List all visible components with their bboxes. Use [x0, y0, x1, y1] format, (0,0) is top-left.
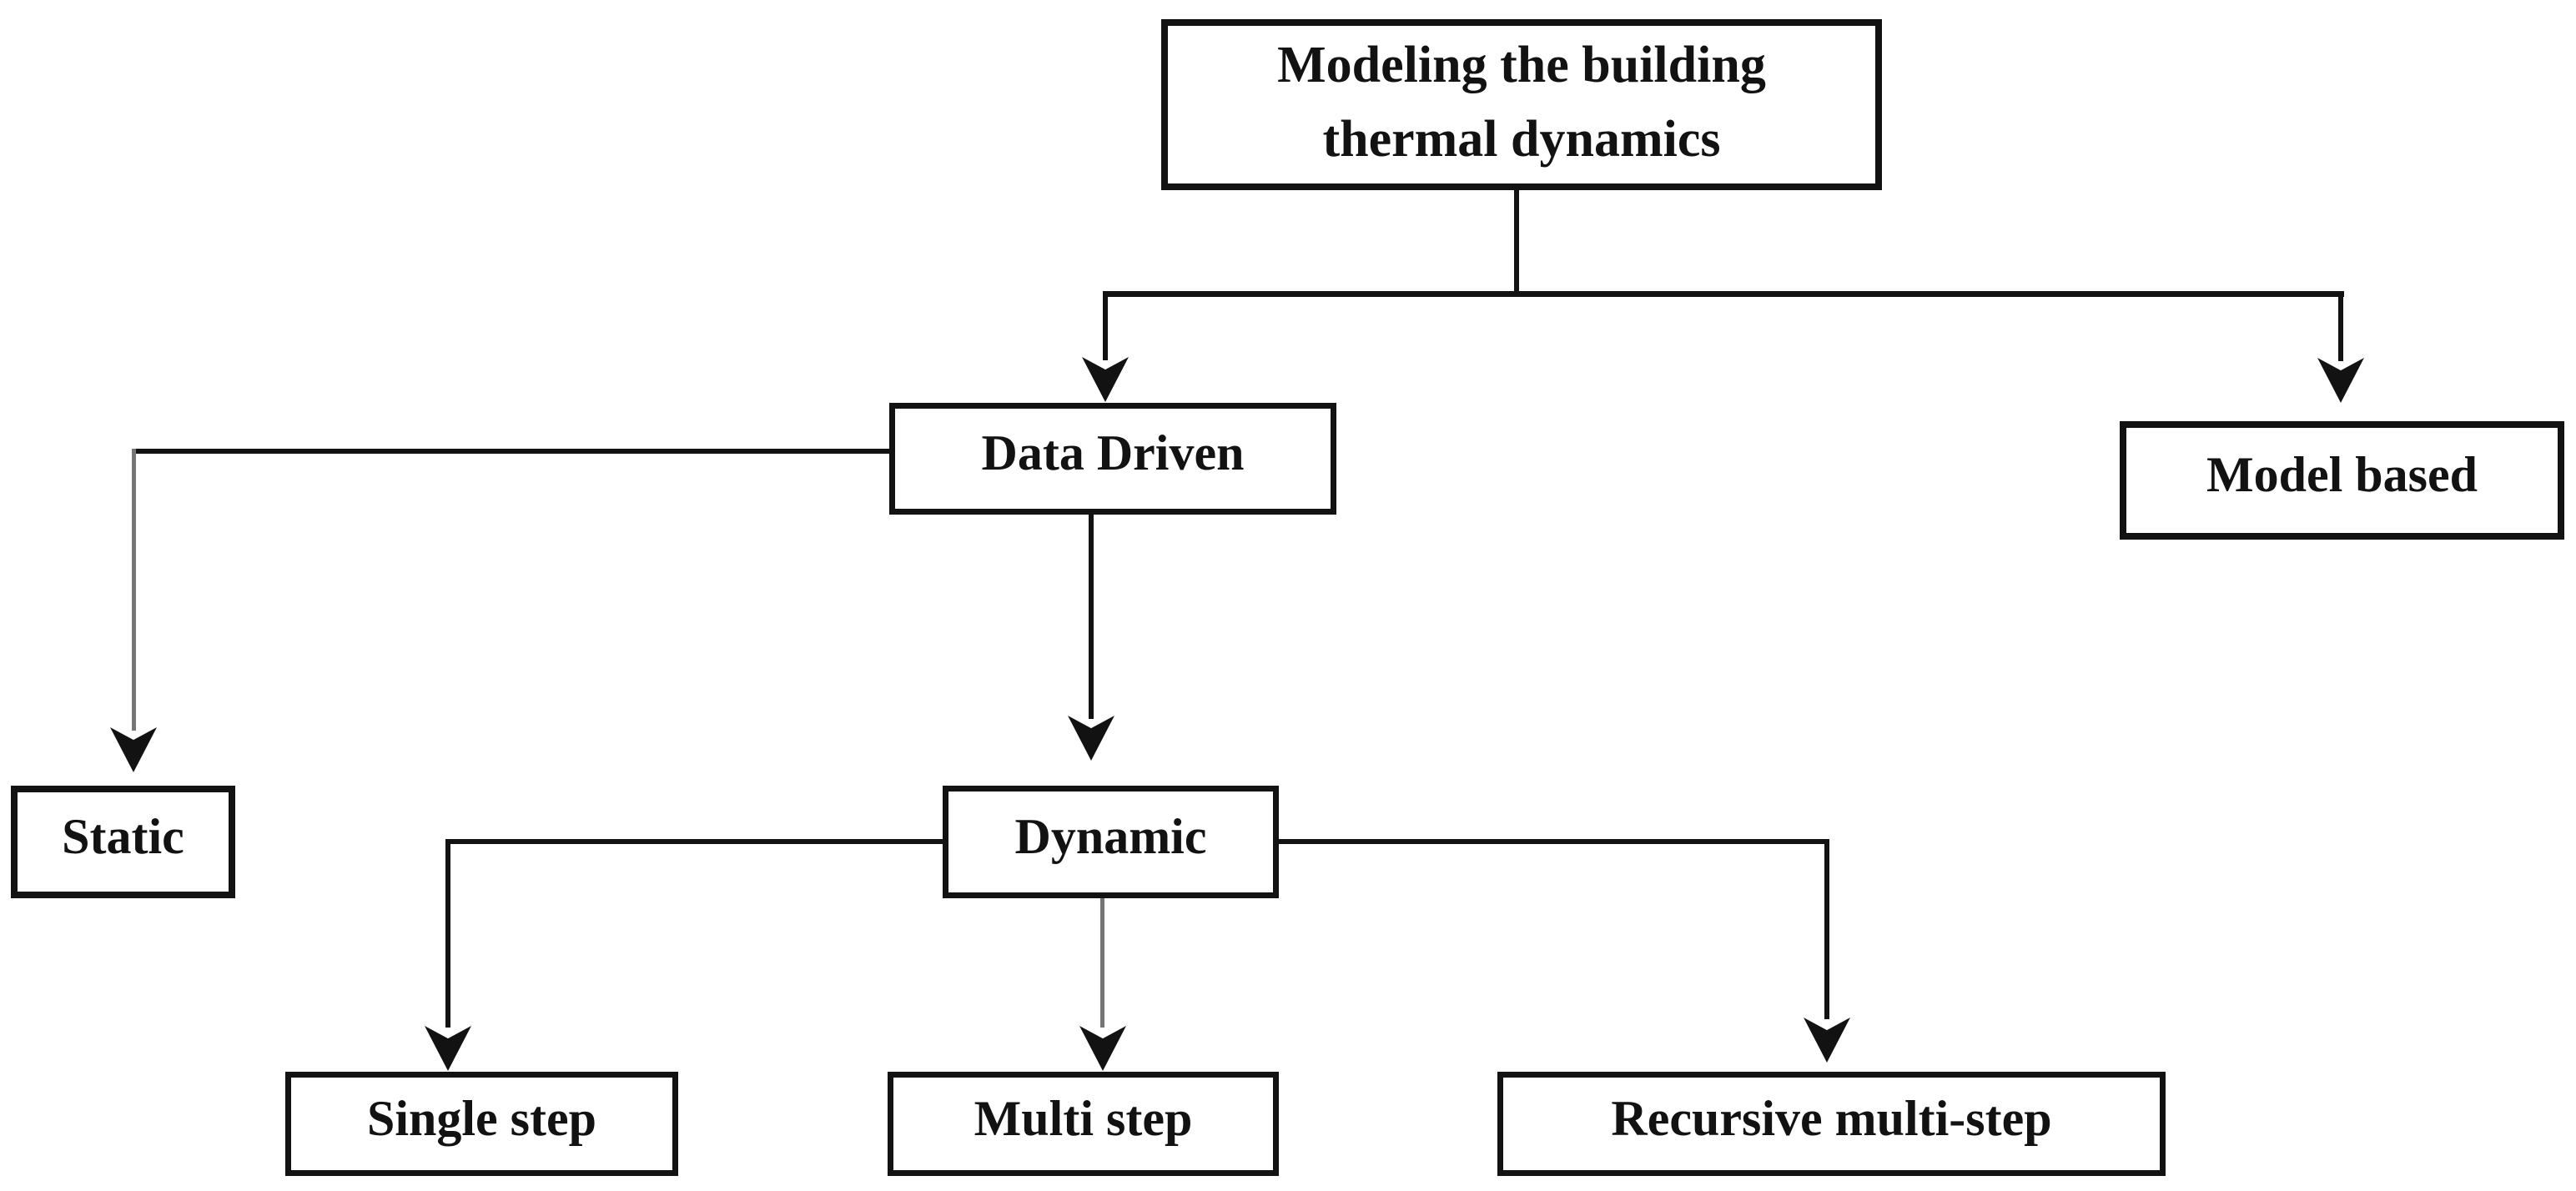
arrowhead-into-dynamic	[1068, 716, 1114, 761]
edge-root-stem	[1514, 190, 1519, 294]
node-recursive-multi-step: Recursive multi-step	[1497, 1072, 2166, 1176]
edge-root-branch-horizontal	[1103, 291, 2344, 297]
edge-dynamic-to-recursive-horizontal	[1279, 839, 1829, 844]
edge-dynamic-to-recursive-line	[1824, 839, 1829, 1019]
node-multi-step: Multi step	[888, 1072, 1279, 1176]
edge-data-driven-to-dynamic-line	[1089, 515, 1094, 719]
arrowhead-into-multi-step	[1079, 1026, 1126, 1071]
node-model-based: Model based	[2120, 421, 2564, 540]
node-dynamic: Dynamic	[943, 786, 1279, 898]
edge-root-to-model-based-line	[2338, 291, 2343, 361]
arrowhead-into-static	[110, 727, 157, 772]
arrowhead-into-single-step	[425, 1026, 471, 1071]
arrowhead-into-data-driven	[1082, 357, 1129, 402]
edge-dynamic-to-multi-step-line	[1100, 898, 1104, 1028]
node-modeling-building-thermal-dynamics: Modeling the building thermal dynamics	[1161, 19, 1882, 190]
node-static: Static	[11, 786, 235, 898]
edge-data-driven-to-static-horizontal	[133, 449, 889, 454]
edge-data-driven-to-static-line	[132, 449, 136, 731]
node-data-driven: Data Driven	[889, 403, 1336, 515]
edge-root-to-data-driven-line	[1103, 291, 1108, 360]
arrowhead-into-recursive-multi-step	[1804, 1018, 1850, 1063]
node-single-step: Single step	[285, 1072, 678, 1176]
arrowhead-into-model-based	[2317, 358, 2364, 403]
edge-dynamic-to-single-step-horizontal	[448, 839, 943, 844]
edge-dynamic-to-single-step-line	[445, 839, 450, 1028]
